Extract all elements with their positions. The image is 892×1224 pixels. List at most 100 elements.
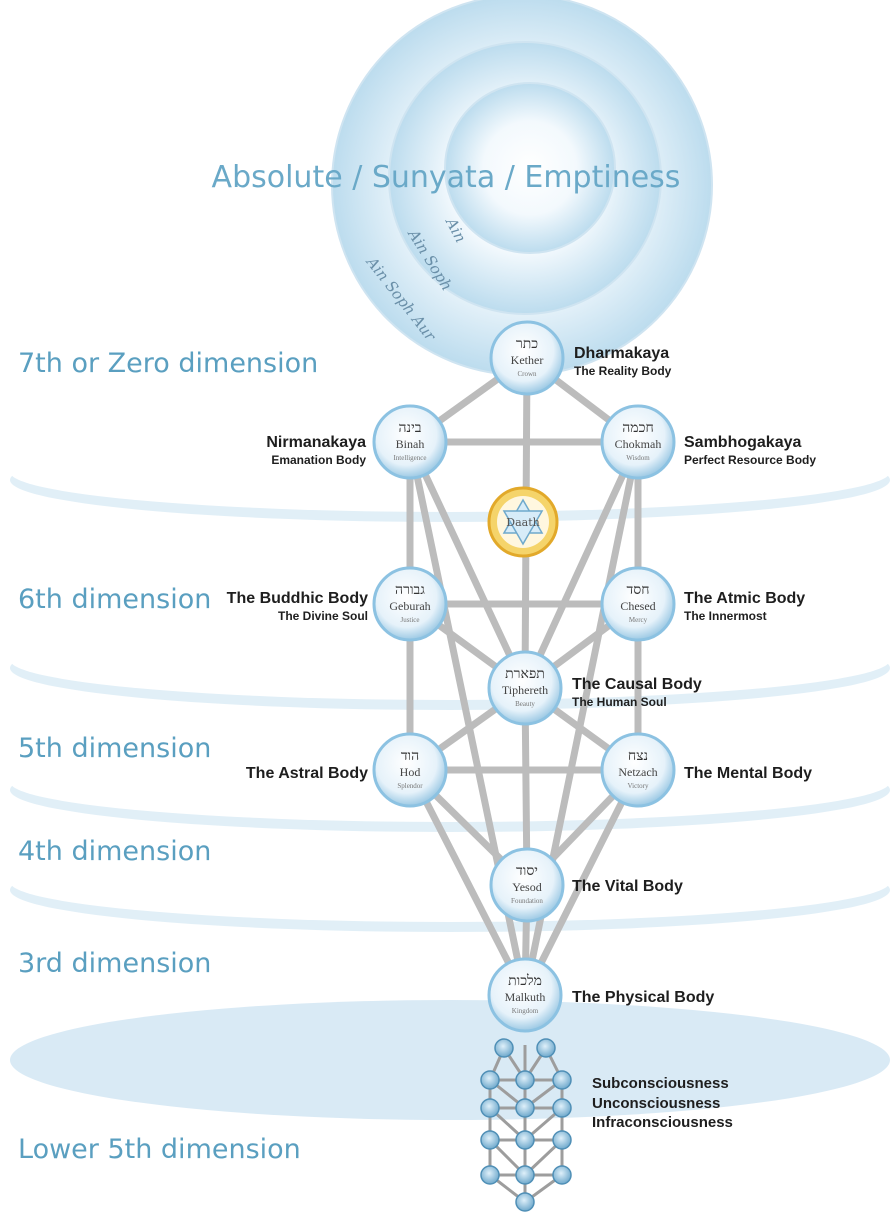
sephirah-meaning: Kingdom bbox=[512, 1007, 539, 1015]
body-label-atmic: The Atmic Body The Innermost bbox=[684, 589, 805, 624]
dimension-label-4th: 4th dimension bbox=[18, 836, 212, 867]
sephirah-hebrew: חסד bbox=[627, 582, 650, 598]
lower-node bbox=[480, 1130, 500, 1150]
dimension-label-6th: 6th dimension bbox=[18, 584, 212, 615]
sephirah-meaning: Beauty bbox=[515, 700, 535, 708]
sephirah-hebrew: מלכות bbox=[508, 973, 542, 989]
lower-node bbox=[515, 1192, 535, 1212]
body-label-physical: The Physical Body bbox=[572, 988, 714, 1008]
sephiroth-nodes: כתרKetherCrownבינהBinahIntelligenceחכמהC… bbox=[372, 320, 676, 1033]
sephirah-hebrew: גבורה bbox=[395, 582, 425, 598]
sephirah-circle bbox=[489, 847, 565, 923]
dimension-label-7th: 7th or Zero dimension bbox=[18, 348, 319, 379]
dimension-label-5th: 5th dimension bbox=[18, 733, 212, 764]
sephirah-hebrew: תפארת bbox=[505, 666, 545, 682]
sephirah-circle bbox=[600, 732, 676, 808]
body-label-dharmakaya: Dharmakaya The Reality Body bbox=[574, 344, 671, 379]
sephirah-name: Chesed bbox=[620, 599, 655, 613]
sephirah-hebrew: כתר bbox=[516, 336, 538, 352]
body-subtitle: The Human Soul bbox=[572, 695, 667, 709]
lower-node bbox=[480, 1098, 500, 1118]
lower-consciousness-list: Subconsciousness Unconsciousness Infraco… bbox=[592, 1074, 733, 1133]
lower-node bbox=[515, 1098, 535, 1118]
lower-node bbox=[536, 1038, 556, 1058]
body-label-causal: The Causal Body The Human Soul bbox=[572, 675, 702, 710]
lower-node bbox=[552, 1165, 572, 1185]
sephirah-name: Hod bbox=[400, 765, 421, 779]
body-title: The Physical Body bbox=[572, 989, 715, 1006]
sephirah-circle bbox=[489, 320, 565, 396]
lower-node bbox=[480, 1070, 500, 1090]
sephirah-meaning: Wisdom bbox=[626, 454, 650, 462]
dimension-bands bbox=[10, 432, 890, 1120]
sephirah-circle bbox=[487, 957, 563, 1033]
body-label-vital: The Vital Body bbox=[572, 877, 683, 897]
path-netzach-malkuth bbox=[521, 766, 642, 999]
lower-tree bbox=[480, 1038, 572, 1212]
lower-node bbox=[515, 1165, 535, 1185]
sephirah-circle bbox=[487, 650, 563, 726]
star-of-david-icon bbox=[502, 510, 544, 546]
body-title: The Buddhic Body bbox=[226, 590, 368, 607]
path-chokmah-tiphereth bbox=[521, 438, 642, 692]
sephirah-name: Malkuth bbox=[505, 990, 546, 1004]
body-subtitle: The Innermost bbox=[684, 609, 767, 623]
body-subtitle: Emanation Body bbox=[271, 453, 366, 467]
sephirah-name: Tiphereth bbox=[502, 683, 548, 697]
absolute-title: Absolute / Sunyata / Emptiness bbox=[211, 160, 681, 195]
body-label-buddhic: The Buddhic Body The Divine Soul bbox=[227, 589, 368, 624]
lower-item: Unconsciousness bbox=[592, 1094, 721, 1112]
sephirah-meaning: Foundation bbox=[511, 897, 543, 905]
sephirah-meaning: Splendor bbox=[397, 782, 423, 790]
sephirah-circle bbox=[600, 404, 676, 480]
body-title: The Atmic Body bbox=[684, 590, 806, 607]
path-binah-tiphereth bbox=[406, 438, 529, 692]
sephirah-meaning: Intelligence bbox=[393, 454, 426, 462]
sephirah-name: Yesod bbox=[512, 880, 541, 894]
sephirah-circle bbox=[600, 566, 676, 642]
sephirah-hebrew: בינה bbox=[398, 420, 421, 436]
sephirah-hebrew: חכמה bbox=[622, 420, 653, 436]
lower-item: Infraconsciousness bbox=[592, 1114, 733, 1131]
body-title: Dharmakaya bbox=[574, 345, 670, 362]
halo-ain bbox=[444, 82, 616, 254]
sephirah-meaning: Victory bbox=[628, 782, 649, 790]
sephirah-daath: Daath bbox=[487, 486, 559, 558]
sephirah-hebrew: נצח bbox=[628, 748, 648, 764]
sephirah-name: Binah bbox=[396, 437, 425, 451]
body-title: The Vital Body bbox=[572, 878, 683, 895]
lower-node bbox=[480, 1165, 500, 1185]
sephirah-hebrew: הוד bbox=[401, 748, 419, 764]
sephirah-circle bbox=[372, 566, 448, 642]
body-title: The Astral Body bbox=[245, 765, 368, 782]
body-title: The Causal Body bbox=[572, 676, 702, 693]
lower-node bbox=[515, 1070, 535, 1090]
sephirah-name: Netzach bbox=[618, 765, 657, 779]
sephirah-hebrew: יסוד bbox=[516, 863, 538, 879]
body-title: The Mental Body bbox=[684, 765, 813, 782]
path-hod-malkuth bbox=[406, 766, 529, 999]
sephirah-meaning: Crown bbox=[517, 370, 537, 378]
body-subtitle: Perfect Resource Body bbox=[684, 453, 817, 467]
lower-node bbox=[552, 1098, 572, 1118]
dimension-label-3rd: 3rd dimension bbox=[18, 948, 212, 979]
sephirah-name: Geburah bbox=[389, 599, 430, 613]
ain-halos bbox=[331, 0, 713, 376]
lower-node bbox=[515, 1130, 535, 1150]
band-3rd bbox=[10, 1000, 890, 1120]
sephirah-name: Chokmah bbox=[615, 437, 662, 451]
sephirah-meaning: Mercy bbox=[629, 616, 648, 624]
body-title: Nirmanakaya bbox=[266, 434, 366, 451]
body-label-mental: The Mental Body bbox=[684, 764, 812, 784]
body-subtitle: The Divine Soul bbox=[277, 609, 368, 623]
dimension-label-lower: Lower 5th dimension bbox=[18, 1134, 301, 1165]
body-label-astral: The Astral Body bbox=[246, 764, 368, 784]
